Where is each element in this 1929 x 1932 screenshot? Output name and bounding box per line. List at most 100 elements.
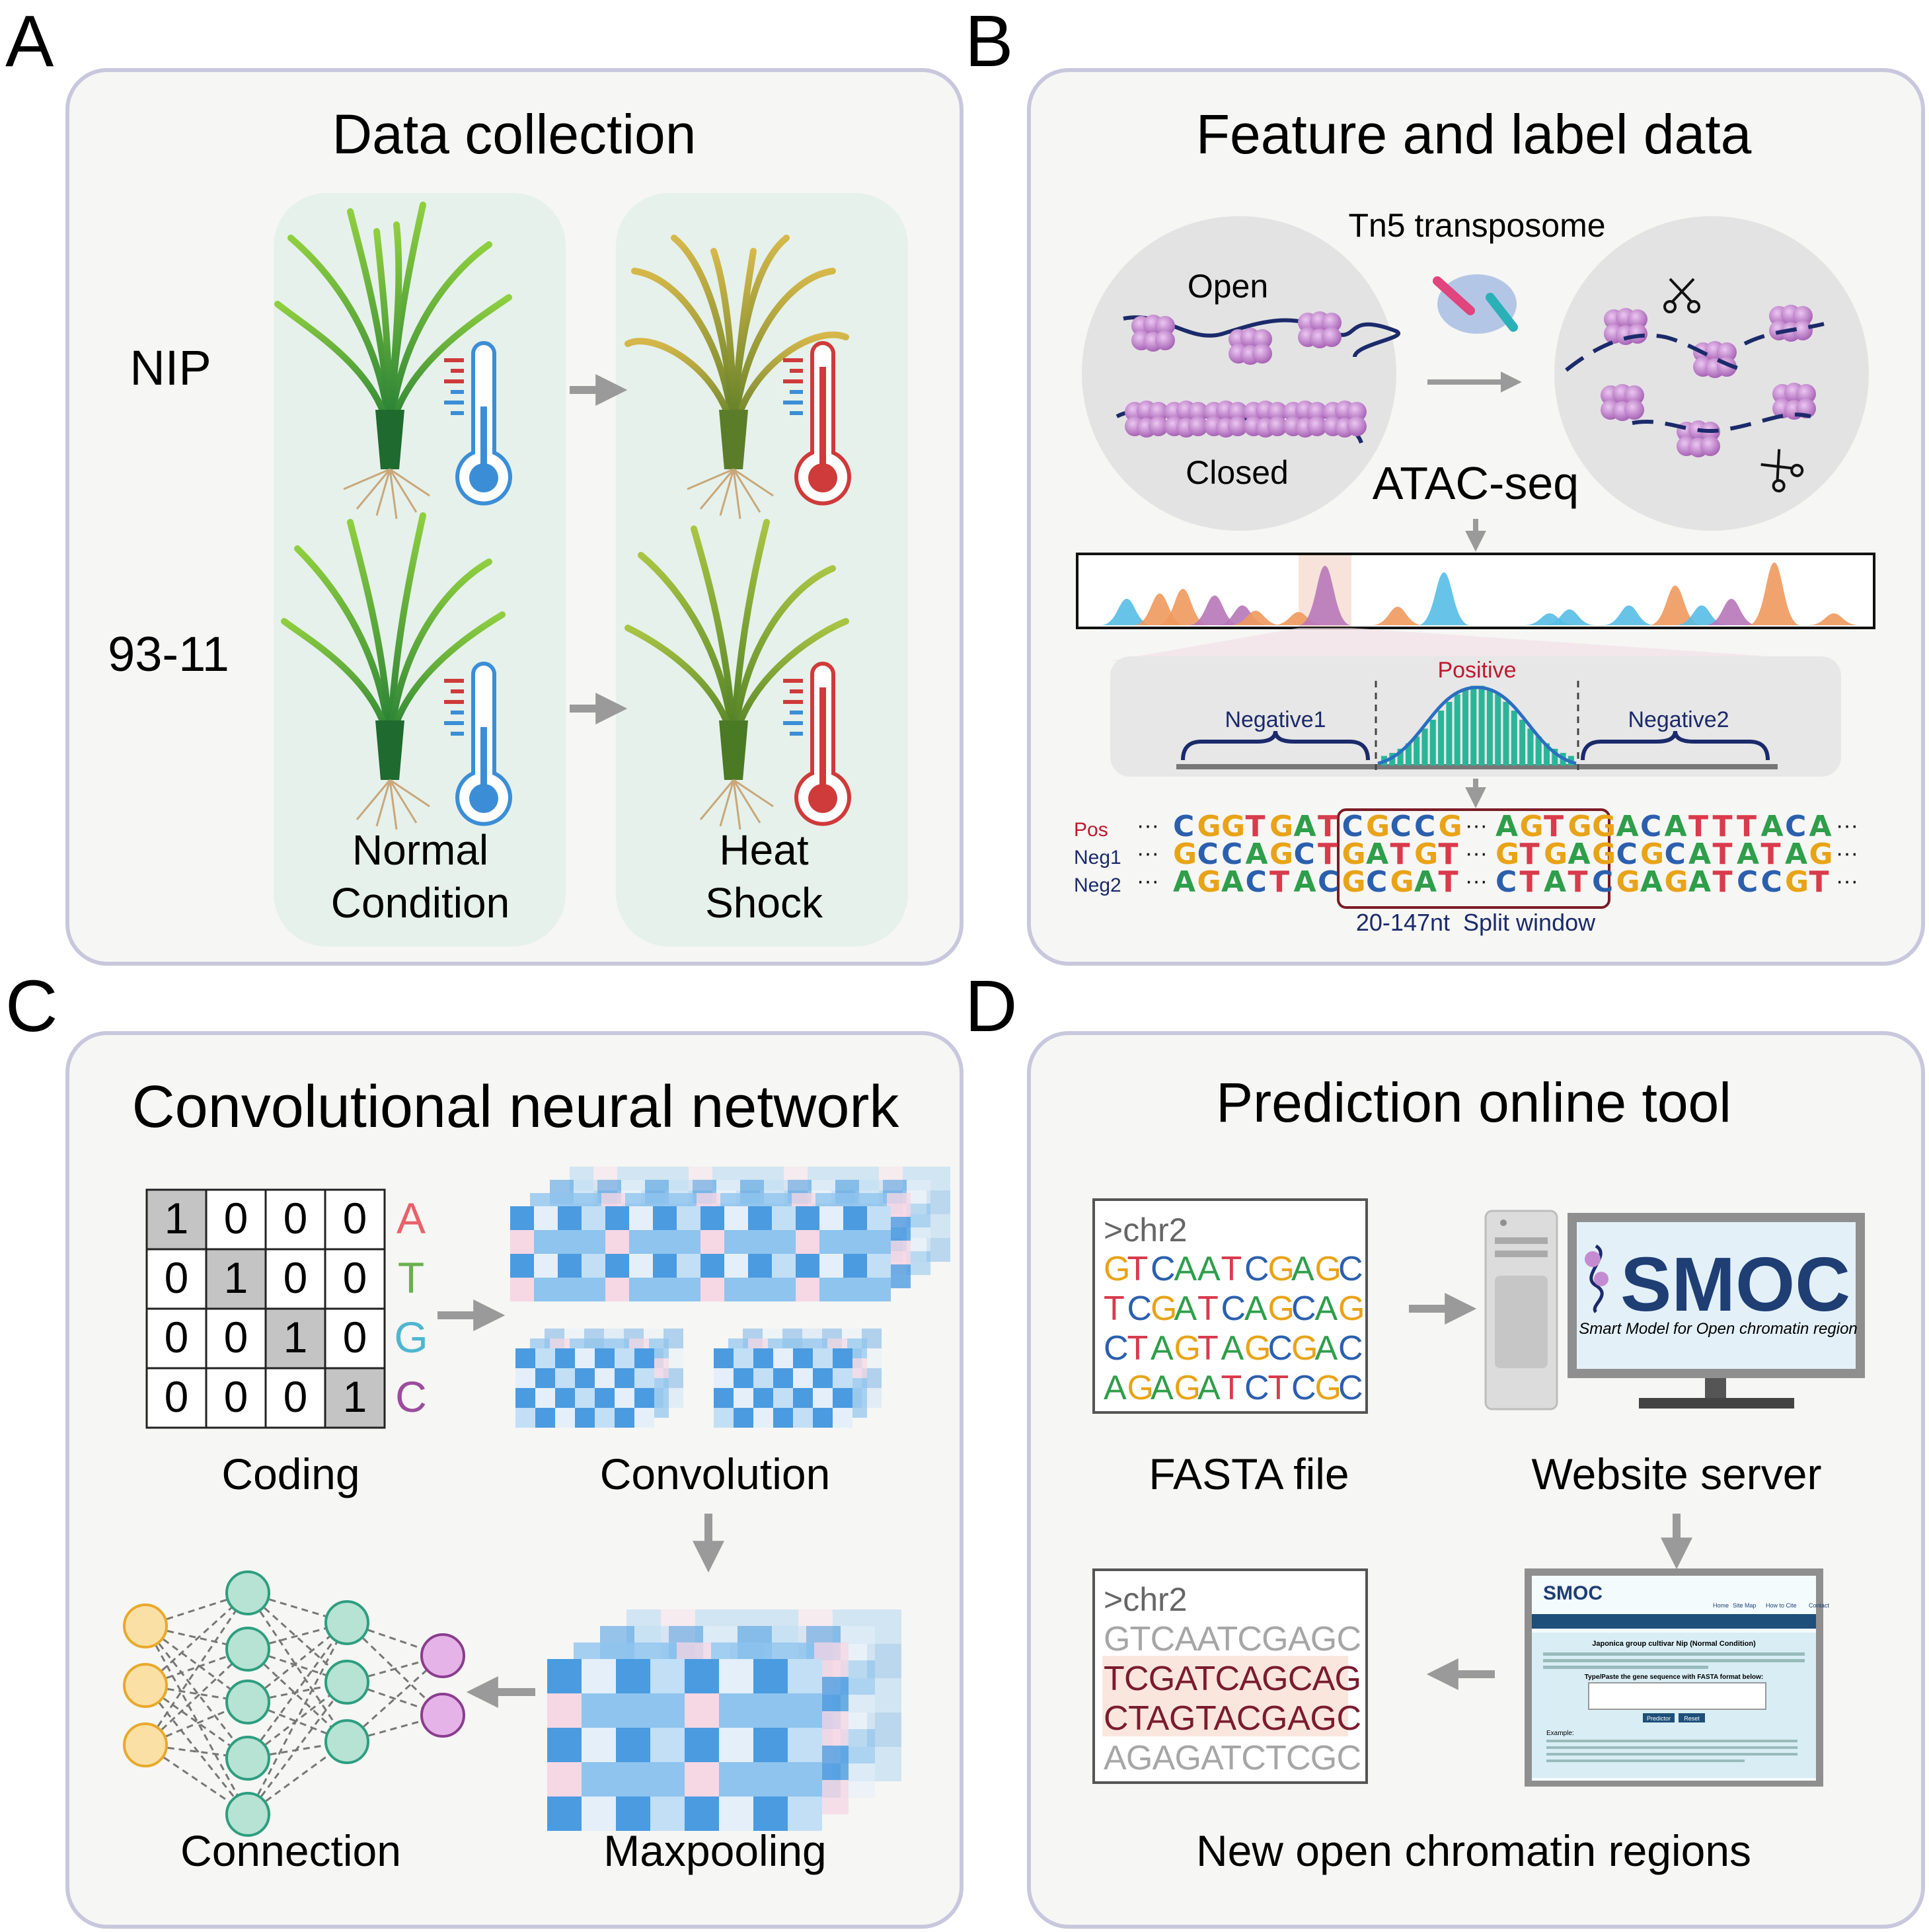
base-letter: C bbox=[1173, 810, 1194, 843]
atac-peak bbox=[1371, 607, 1424, 625]
feature-cell bbox=[793, 1408, 813, 1428]
server-label: Website server bbox=[1532, 1449, 1822, 1498]
atac-peaks bbox=[1100, 562, 1860, 625]
feature-cell bbox=[788, 1693, 822, 1728]
atac-peak bbox=[1229, 611, 1282, 625]
dna-helix-icon bbox=[1585, 1244, 1608, 1313]
base-letter: A bbox=[1568, 837, 1591, 871]
base-letter: C bbox=[1338, 1369, 1363, 1407]
base-letter: T bbox=[1520, 865, 1540, 899]
feature-cell bbox=[685, 1762, 719, 1797]
feature-cell bbox=[582, 1254, 605, 1278]
nn-node bbox=[225, 1792, 270, 1837]
feature-cell bbox=[534, 1206, 558, 1230]
base-letter: G bbox=[1104, 1250, 1130, 1288]
base-letter: A bbox=[1785, 837, 1807, 871]
base-letter: G bbox=[1439, 810, 1462, 843]
histogram-bar bbox=[1414, 736, 1420, 765]
feature-cell bbox=[650, 1797, 685, 1831]
nn-node bbox=[324, 1600, 369, 1645]
feature-cell bbox=[535, 1348, 555, 1368]
coding-label: Coding bbox=[221, 1449, 359, 1498]
base-letter: C bbox=[1291, 1369, 1316, 1407]
feature-cell bbox=[773, 1408, 793, 1428]
base-letter: A bbox=[1246, 837, 1268, 871]
base-letter: G bbox=[1244, 1329, 1271, 1368]
base-letter: G bbox=[1809, 837, 1833, 871]
feature-cell bbox=[575, 1348, 595, 1368]
panel-letter-b: B bbox=[965, 1, 1013, 82]
feature-cell bbox=[582, 1728, 616, 1762]
feature-cell bbox=[510, 1230, 534, 1254]
feature-cell bbox=[582, 1797, 616, 1831]
seq-row-label: Neg1 bbox=[1074, 847, 1121, 869]
base-letter: A bbox=[1315, 1290, 1338, 1328]
base-letter: G bbox=[1127, 1369, 1154, 1407]
feature-cell bbox=[719, 1693, 753, 1728]
label-shock: Shock bbox=[705, 879, 823, 927]
maxpooling-label: Maxpooling bbox=[603, 1826, 827, 1875]
feature-cell bbox=[700, 1230, 724, 1254]
base-letter: C bbox=[1414, 810, 1435, 843]
ellipsis: ··· bbox=[1836, 869, 1858, 894]
panel-a-title: Data collection bbox=[332, 103, 697, 165]
base-letter: C bbox=[1640, 810, 1661, 843]
feature-cell bbox=[753, 1693, 788, 1728]
nucleosome-icon bbox=[1125, 401, 1168, 438]
nn-node bbox=[123, 1604, 168, 1648]
feature-cell bbox=[772, 1254, 796, 1278]
split-window-box bbox=[1337, 808, 1610, 909]
closed-label: Closed bbox=[1186, 454, 1289, 491]
base-label: A bbox=[397, 1194, 426, 1243]
feature-cell bbox=[748, 1206, 772, 1230]
atac-peak bbox=[1156, 589, 1209, 625]
website-nav-link[interactable]: Site Map bbox=[1733, 1602, 1757, 1609]
nn-edge bbox=[246, 1648, 348, 1743]
tn5-label: Tn5 transposome bbox=[1348, 207, 1605, 244]
feature-cell bbox=[748, 1230, 772, 1254]
feature-cell bbox=[510, 1254, 534, 1278]
sequence-textarea[interactable] bbox=[1588, 1682, 1766, 1710]
feature-cell bbox=[650, 1659, 685, 1693]
base-letter: G bbox=[1592, 837, 1616, 871]
feature-cell bbox=[582, 1230, 605, 1254]
panel-b-title: Feature and label data bbox=[1196, 103, 1752, 165]
feature-cell bbox=[634, 1348, 654, 1368]
base-letter: G bbox=[1221, 810, 1245, 843]
base-letter: A bbox=[1761, 810, 1784, 843]
website-nav-link[interactable]: Home bbox=[1713, 1602, 1729, 1609]
feature-cell bbox=[753, 1348, 773, 1368]
base-label: G bbox=[394, 1313, 428, 1362]
website-nav-link[interactable]: Contact bbox=[1809, 1602, 1830, 1609]
nn-node bbox=[225, 1680, 270, 1724]
reset-button[interactable] bbox=[1679, 1713, 1705, 1722]
feature-cell bbox=[650, 1728, 685, 1762]
base-letter: C bbox=[1665, 837, 1686, 871]
feature-cell bbox=[724, 1230, 748, 1254]
website-nav-link[interactable]: How to Cite bbox=[1766, 1602, 1797, 1609]
histogram-bar bbox=[1544, 743, 1550, 765]
feature-cell bbox=[753, 1408, 773, 1428]
result-line: CTAGTACGAGC bbox=[1104, 1699, 1361, 1738]
feature-cell bbox=[510, 1206, 534, 1230]
base-letter: T bbox=[1544, 810, 1564, 843]
matrix-value: 0 bbox=[343, 1194, 367, 1243]
nn-node bbox=[420, 1633, 465, 1678]
feature-cell bbox=[629, 1254, 653, 1278]
base-letter: C bbox=[1268, 1329, 1293, 1368]
feature-cell bbox=[615, 1388, 634, 1408]
base-letter: C bbox=[1221, 1290, 1246, 1328]
atac-seq-label: ATAC-seq bbox=[1373, 457, 1579, 509]
predictor-button[interactable] bbox=[1643, 1713, 1675, 1722]
base-letter: C bbox=[1151, 1250, 1176, 1288]
base-letter: C bbox=[1294, 837, 1315, 871]
histogram-bar bbox=[1511, 711, 1517, 765]
result-label: New open chromatin regions bbox=[1196, 1826, 1751, 1875]
feature-cell bbox=[753, 1388, 773, 1408]
base-letter: G bbox=[1544, 837, 1568, 871]
feature-cell bbox=[547, 1693, 582, 1728]
base-letter: T bbox=[1268, 1369, 1289, 1407]
base-letter: T bbox=[1246, 810, 1266, 843]
matrix-value: 0 bbox=[284, 1253, 308, 1302]
